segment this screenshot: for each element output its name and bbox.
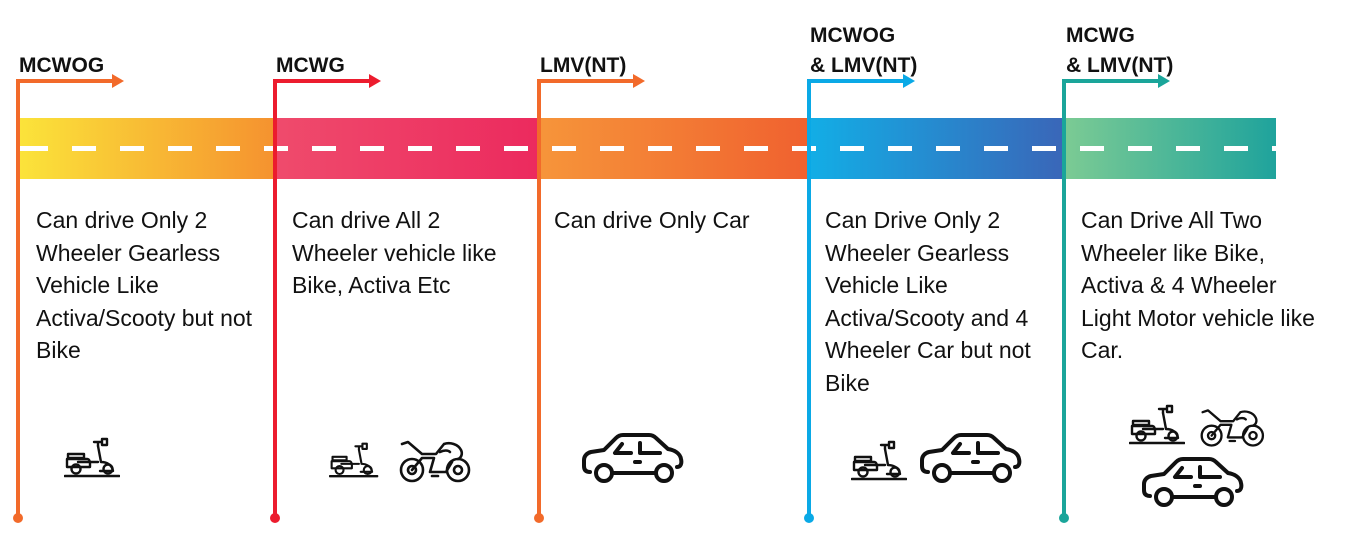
description-mcwog: Can drive Only 2 Wheeler Gearless Vehicl… xyxy=(36,207,253,364)
timeline-end-dot xyxy=(804,513,814,523)
label-line: MCWOG xyxy=(810,24,896,47)
arrow-shaft xyxy=(273,79,371,83)
description-lmv-nt: Can drive Only Car xyxy=(554,207,750,233)
label-line: MCWG xyxy=(1066,24,1135,47)
arrow-right-icon xyxy=(903,74,915,88)
license-label-lmv-nt: LMV(NT) xyxy=(540,51,626,81)
timeline-marker-line xyxy=(16,79,20,519)
timeline-end-dot xyxy=(534,513,544,523)
arrow-shaft xyxy=(807,79,905,83)
timeline-marker-line xyxy=(807,79,811,519)
label-line: LMV(NT) xyxy=(540,54,627,77)
license-label-mcwog: MCWOG xyxy=(19,51,104,81)
road-center-dashes xyxy=(18,146,1276,151)
scooter-icon xyxy=(64,436,120,478)
arrow-shaft xyxy=(16,79,114,83)
license-label-mcwg: MCWG xyxy=(276,51,345,81)
arrow-right-icon xyxy=(1158,74,1170,88)
arrow-right-icon xyxy=(369,74,381,88)
timeline-end-dot xyxy=(270,513,280,523)
label-line: MCWG xyxy=(276,54,345,77)
description-mcwog-lmv-nt: Can Drive Only 2 Wheeler Gearless Vehicl… xyxy=(825,207,1031,396)
timeline-end-dot xyxy=(1059,513,1069,523)
car-icon xyxy=(920,432,1024,486)
timeline-marker-line xyxy=(1062,79,1066,519)
description-mcwg-lmv-nt: Can Drive All Two Wheeler like Bike, Act… xyxy=(1081,207,1315,364)
arrow-shaft xyxy=(1062,79,1160,83)
timeline-end-dot xyxy=(13,513,23,523)
motorbike-icon xyxy=(1199,405,1266,448)
label-line: & LMV(NT) xyxy=(1066,54,1174,77)
arrow-right-icon xyxy=(633,74,645,88)
license-label-mcwg-lmv-nt: MCWG & LMV(NT) xyxy=(1066,21,1173,81)
timeline-marker-line xyxy=(537,79,541,519)
arrow-shaft xyxy=(537,79,635,83)
car-icon xyxy=(1142,456,1246,510)
description-mcwg: Can drive All 2 Wheeler vehicle like Bik… xyxy=(292,207,497,299)
scooter-icon xyxy=(1129,403,1185,445)
scooter-icon xyxy=(329,441,379,478)
motorbike-icon xyxy=(398,436,472,484)
car-icon xyxy=(582,432,686,486)
scooter-icon xyxy=(851,439,907,481)
label-line: & LMV(NT) xyxy=(810,54,918,77)
timeline-marker-line xyxy=(273,79,277,519)
license-label-mcwog-lmv-nt: MCWOG & LMV(NT) xyxy=(810,21,917,81)
arrow-right-icon xyxy=(112,74,124,88)
label-line: MCWOG xyxy=(19,54,105,77)
